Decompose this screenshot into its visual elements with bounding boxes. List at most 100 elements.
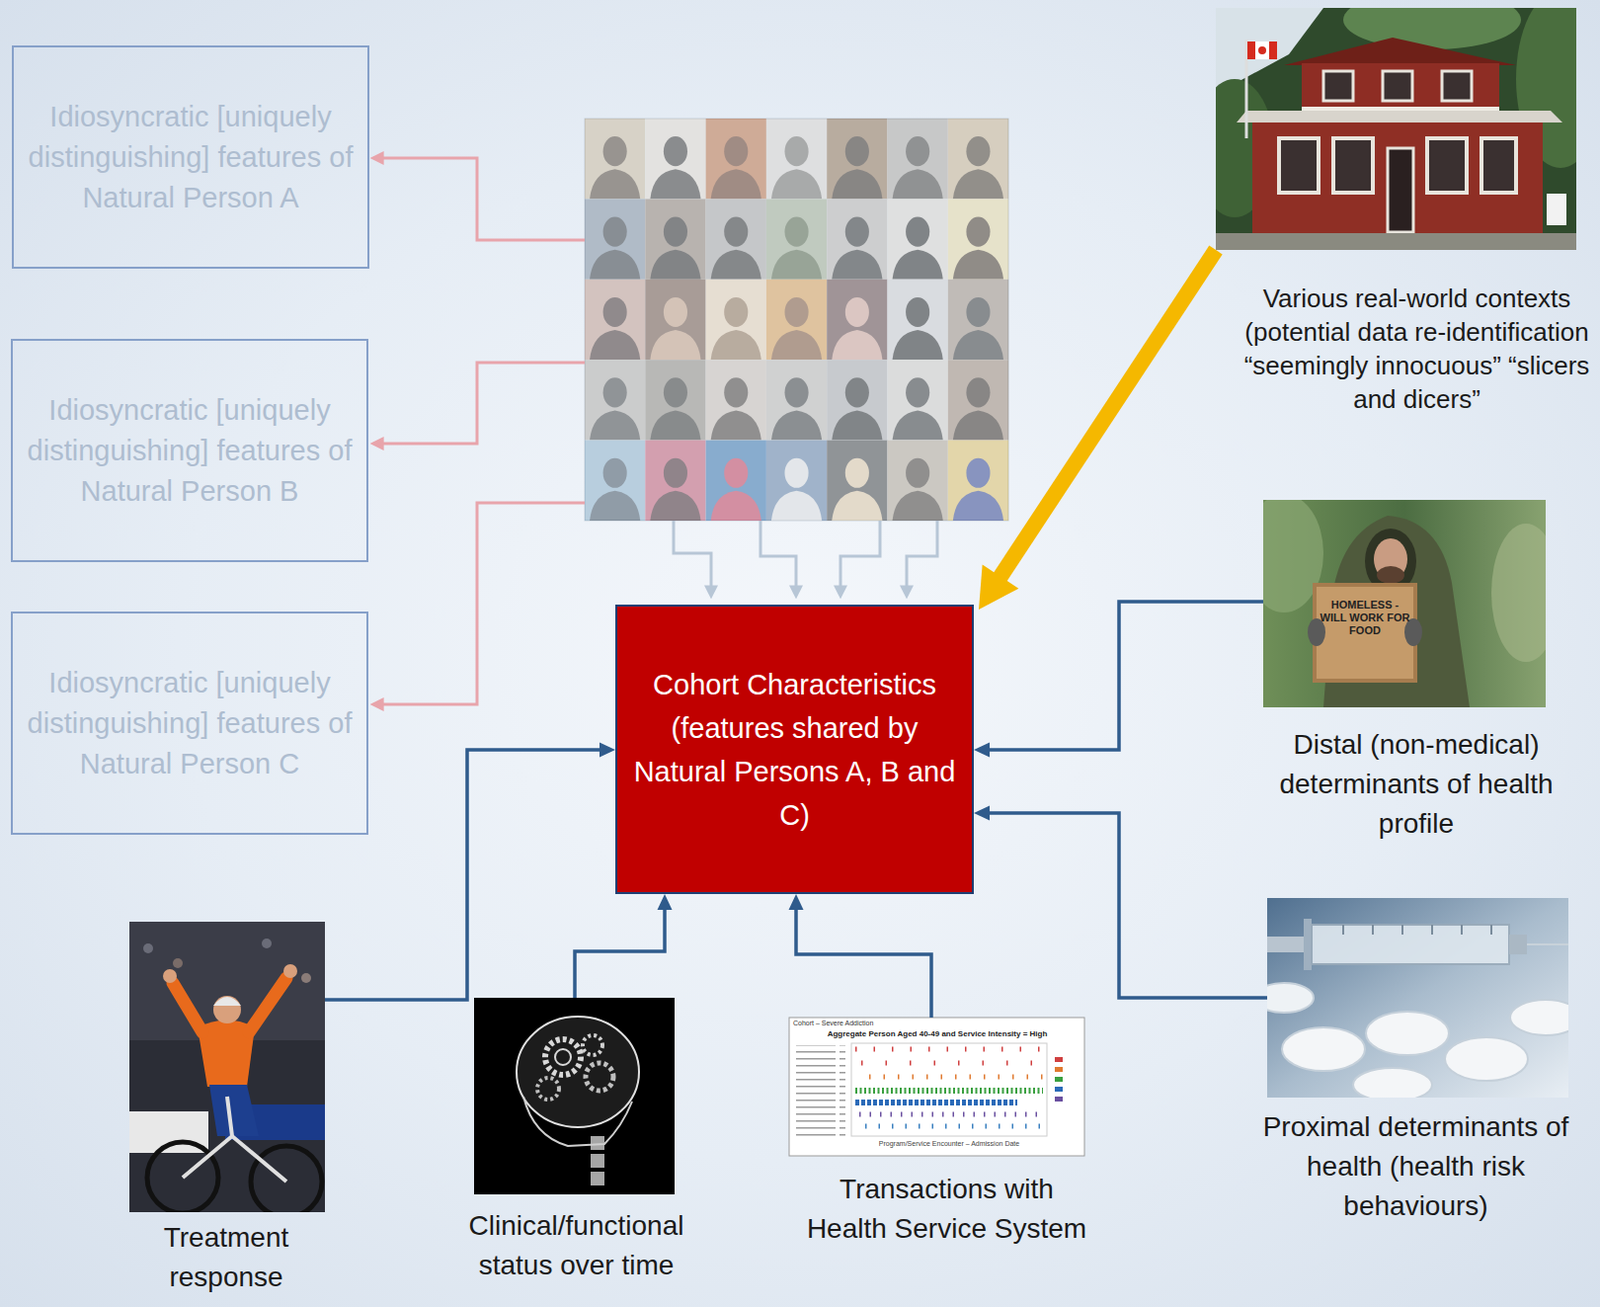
cyclist-photo-part (261, 938, 272, 949)
brain-xray-part (516, 1016, 640, 1127)
brain-xray-part (523, 1096, 633, 1146)
service-chart-part (855, 1087, 1043, 1094)
house-photo-part (1546, 193, 1567, 226)
service-chart-part (855, 1046, 1043, 1052)
brain-xray-part (537, 1077, 560, 1100)
connector-line (574, 907, 665, 998)
arrowhead (978, 563, 1019, 610)
service-chart-part (1054, 1086, 1063, 1092)
house-photo-part (1387, 148, 1414, 233)
portrait-grid (4, 17, 1009, 521)
pills-photo-part (1311, 924, 1510, 964)
pills-photo-part (1267, 936, 1307, 953)
homeless-photo-part (1491, 523, 1546, 662)
context-photo: Various real-world contexts (potential d… (1215, 7, 1577, 250)
idiosyncrasy-box: Idiosyncratic [uniquely distinguishing] … (11, 45, 370, 269)
house-photo-part (1252, 122, 1543, 238)
pills-photo-part (1353, 1067, 1433, 1098)
service-chart-part (865, 1123, 1043, 1129)
caption: Transactions with Health Service System (799, 1169, 1096, 1249)
cyclist-photo-part (209, 1084, 259, 1136)
treatment-photo: Treatment response (129, 921, 325, 1212)
cyclist-photo-part (129, 921, 325, 1040)
pills-photo-part (1281, 1027, 1365, 1071)
house-photo-part (1382, 71, 1413, 101)
brain-xray-part (555, 1048, 571, 1065)
connector-line (987, 601, 1264, 750)
chart-title: Cohort – Severe Addiction (793, 1019, 991, 1028)
connector-arrow (973, 805, 1268, 999)
connector-arrow (789, 893, 933, 1018)
caption-text: Proximal determinants of health (health … (1258, 1107, 1575, 1226)
service-chart-part (789, 1017, 1085, 1156)
service-chart-part (796, 1044, 846, 1136)
pills-photo-part (1509, 934, 1527, 955)
house-photo-part (1481, 138, 1517, 193)
cyclist-photo-part (143, 943, 154, 954)
cohort-box: Cohort Characteristics (features shared … (615, 604, 974, 894)
brain-xray-part (590, 1171, 605, 1186)
pills-photo-part (1510, 999, 1569, 1036)
service-chart-part (1054, 1076, 1063, 1082)
caption: Treatment response (107, 1217, 345, 1297)
pills-photo-part (1343, 924, 1492, 935)
cyclist-photo-part (129, 921, 325, 1212)
house-photo-part (1283, 37, 1517, 66)
idiosyncrasy-box: Idiosyncratic [uniquely distinguishing] … (10, 338, 369, 562)
service-chart-part (859, 1112, 1043, 1118)
caption: Various real-world contexts (potential d… (1241, 281, 1594, 416)
sign-text-holder: HOMELESS - WILL WORK FOR FOOD (1318, 598, 1412, 638)
proximal-photo: Proximal determinants of health (health … (1267, 897, 1569, 1098)
chart-heading: Aggregate Person Aged 40-49 and Service … (801, 1029, 1073, 1040)
portrait-grid-part (584, 118, 1009, 521)
pills-photo (1267, 897, 1569, 1098)
cyclist-photo (129, 921, 325, 1212)
brain-xray (474, 997, 675, 1195)
house-photo-part (1255, 41, 1270, 60)
node-text: Idiosyncratic [uniquely distinguishing] … (21, 96, 360, 219)
caption: Proximal determinants of health (health … (1258, 1107, 1575, 1226)
cyclist-photo-part (162, 968, 177, 983)
house-photo-part (1247, 41, 1256, 60)
distal-photo: Distal (non-medical) determinants of hea… (1263, 499, 1546, 708)
pills-photo-part (1526, 943, 1569, 946)
chart-title-holder: Cohort – Severe Addiction (793, 1019, 991, 1028)
arrowhead (789, 893, 804, 910)
source-arrows-part (378, 362, 585, 444)
chart-heading-holder: Aggregate Person Aged 40-49 and Service … (801, 1029, 1073, 1040)
cyclist-photo-part (172, 958, 183, 968)
connector-line (997, 249, 1216, 582)
arrowhead (973, 805, 990, 821)
homeless-photo-part (1316, 586, 1414, 679)
caption-text: Distal (non-medical) determinants of hea… (1243, 724, 1590, 844)
cyclist-photo-part (213, 996, 241, 1006)
service-chart-part (869, 1074, 1043, 1080)
house-photo-part (1236, 110, 1563, 123)
cyclist-photo-part (283, 963, 298, 978)
house-photo-part (1279, 138, 1319, 193)
homeless-photo (1263, 499, 1546, 708)
house-photo-part (1333, 138, 1373, 193)
service-chart-part (855, 1099, 1018, 1106)
caption-text: Transactions with Health Service System (799, 1169, 1096, 1249)
arrowhead (599, 742, 616, 758)
axis-label-holder: Program/Service Encounter – Admission Da… (851, 1139, 1047, 1148)
source-arrows-part (906, 520, 938, 591)
connector-arrow (574, 893, 673, 998)
source-arrows-part (840, 520, 880, 591)
house-photo-part (1301, 63, 1500, 111)
house-photo (1215, 7, 1577, 250)
connector-arrow (973, 601, 1264, 758)
node-text: Idiosyncratic [uniquely distinguishing] … (20, 662, 359, 785)
arrowhead (973, 742, 990, 758)
house-photo-part (1269, 41, 1278, 60)
service-chart-part (851, 1042, 1047, 1136)
idiosyncrasy-box: Idiosyncratic [uniquely distinguishing] … (10, 611, 369, 835)
homeless-photo-part (1312, 582, 1418, 683)
service-chart (789, 1017, 1085, 1156)
node-text: Idiosyncratic [uniquely distinguishing] … (20, 390, 359, 512)
clinical-photo: Clinical/functional status over time (474, 997, 675, 1195)
